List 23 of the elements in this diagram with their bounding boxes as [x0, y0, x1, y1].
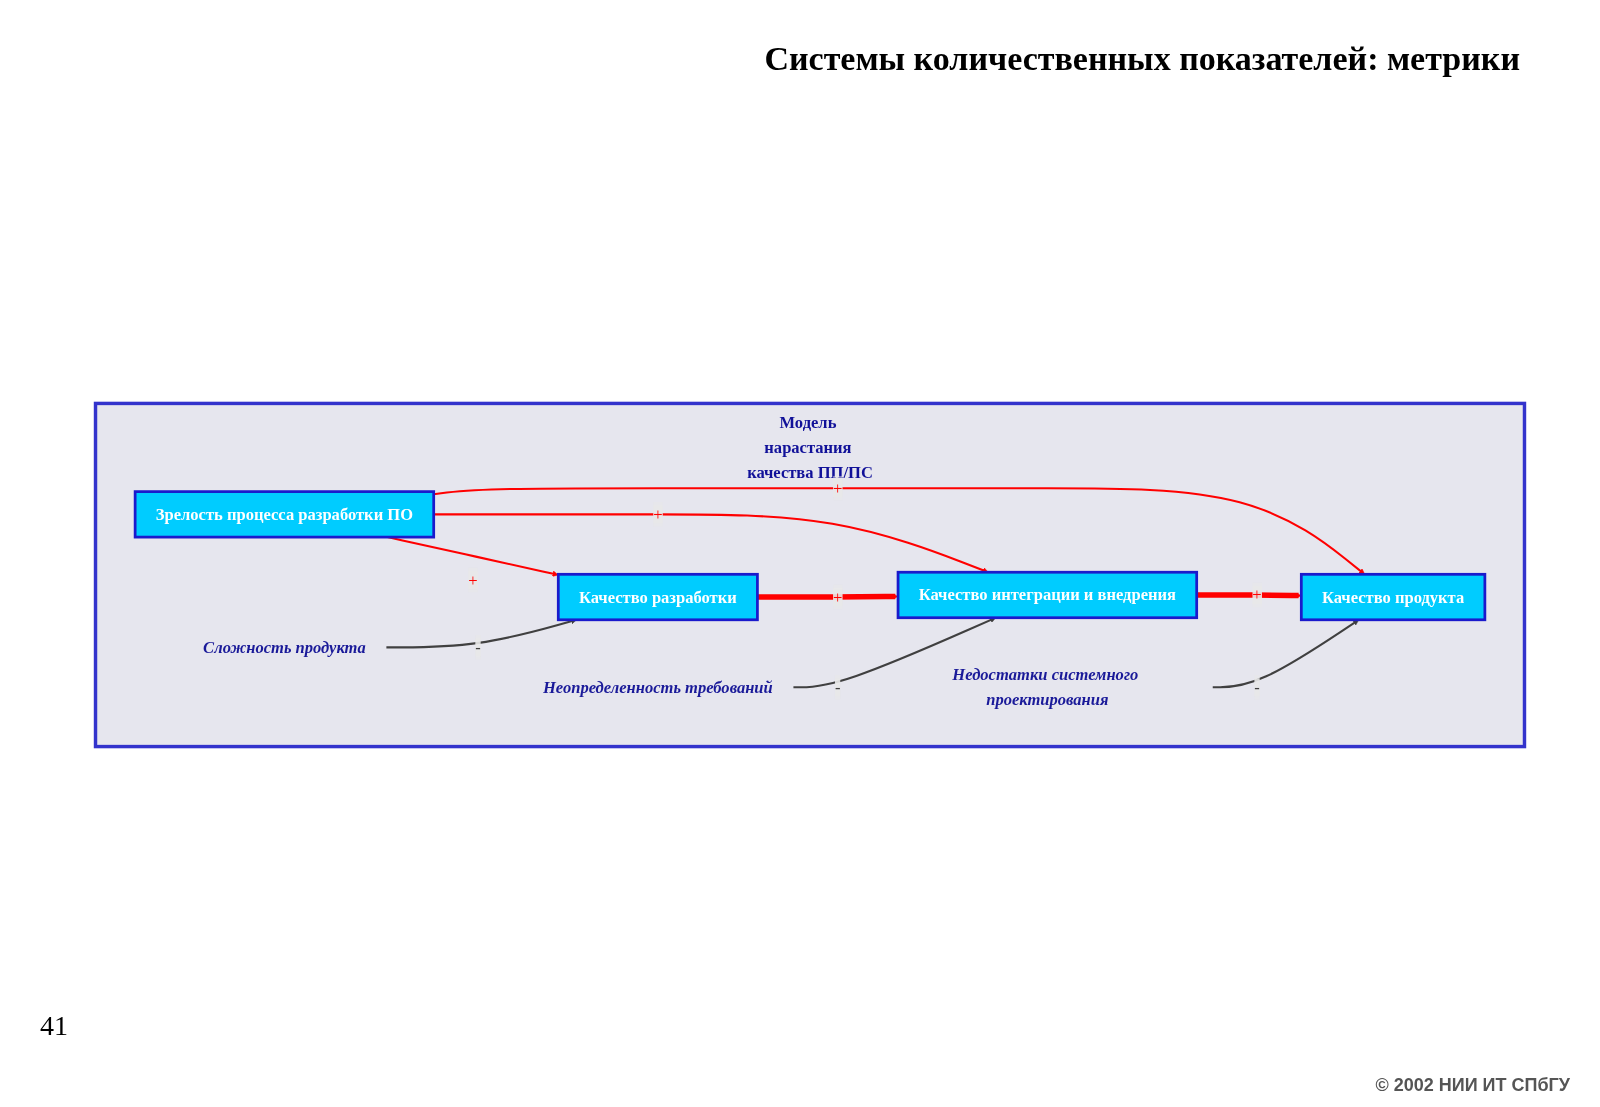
node-box: Качество продукта — [1299, 572, 1487, 622]
edge-label: + — [833, 588, 843, 607]
node-text: Недостатки системного проектирования — [952, 665, 1139, 709]
page-number: 41 — [40, 1010, 68, 1042]
node-box: Качество разработки — [556, 572, 759, 622]
edge-label: - — [475, 638, 481, 657]
copyright-note: © 2002 НИИ ИТ СПбГУ — [1375, 1075, 1570, 1096]
edge-label: + — [833, 479, 843, 498]
slide-title: Системы количественных показателей: метрики — [764, 40, 1520, 78]
arrow — [1196, 592, 1302, 599]
arrow — [1212, 619, 1360, 689]
arrow — [793, 617, 996, 689]
edge-label: + — [468, 571, 478, 590]
node-box: Зрелость процесса разработки ПО — [133, 490, 436, 539]
arrow — [433, 487, 1365, 575]
edge-label: - — [834, 678, 841, 697]
arrow — [757, 593, 899, 600]
node-text: Неопределенность требований — [542, 678, 773, 697]
node-box: Качество интеграции и внедрения — [896, 570, 1199, 620]
node-text: Сложность продукта — [203, 638, 366, 657]
edge-label: - — [1254, 678, 1260, 697]
edge-label: + — [653, 505, 663, 524]
edge-label: + — [1252, 586, 1262, 604]
